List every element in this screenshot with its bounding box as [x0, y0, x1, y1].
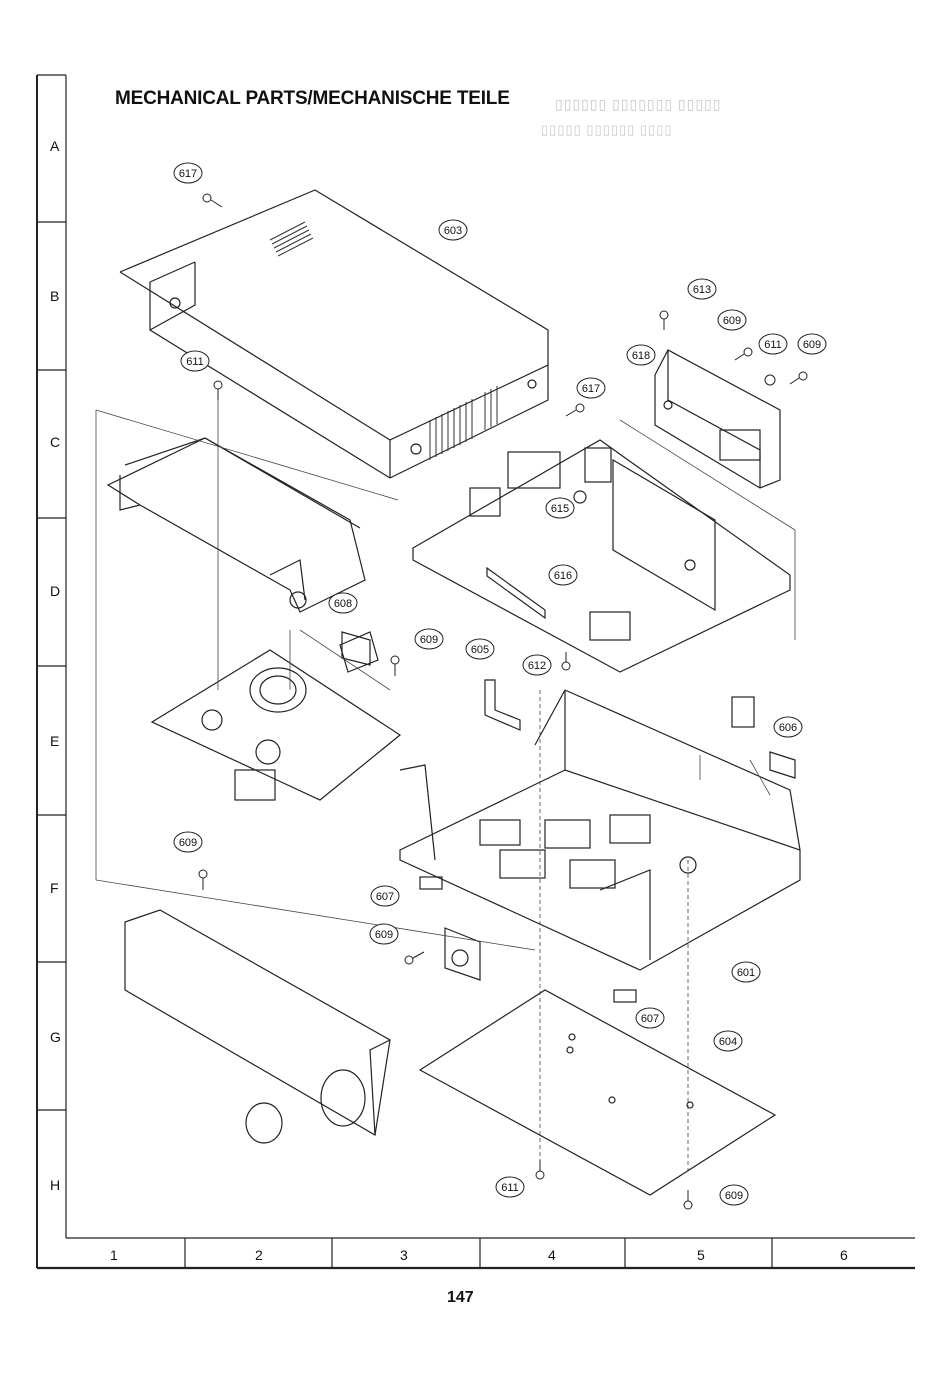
svg-text:611: 611: [186, 356, 204, 368]
bottom-plate: [420, 990, 775, 1195]
rear-jack-bracket: [655, 350, 780, 488]
svg-text:609: 609: [179, 837, 197, 849]
svg-text:606: 606: [779, 722, 797, 734]
main-chassis: [400, 690, 800, 970]
callout-615: 615: [546, 498, 574, 518]
callout-606: 606: [774, 717, 802, 737]
svg-text:609: 609: [420, 634, 438, 646]
page-frame: [37, 75, 915, 1268]
callout-609-b: 609: [798, 334, 826, 354]
svg-text:605: 605: [471, 644, 489, 656]
svg-text:604: 604: [719, 1036, 737, 1048]
callout-617-a: 617: [174, 163, 202, 183]
svg-text:601: 601: [737, 967, 755, 979]
callout-609-a: 609: [718, 310, 746, 330]
svg-text:615: 615: [551, 503, 569, 515]
callout-608: 608: [329, 593, 357, 613]
callout-601: 601: [732, 962, 760, 982]
screws: [199, 194, 807, 1209]
callout-609-e: 609: [370, 924, 398, 944]
callout-613: 613: [688, 279, 716, 299]
callout-617-b: 617: [577, 378, 605, 398]
callout-616: 616: [549, 565, 577, 585]
cassette-holder: [108, 438, 365, 612]
callout-609-d: 609: [174, 832, 202, 852]
main-circuit-board: [413, 440, 790, 672]
svg-text:608: 608: [334, 598, 352, 610]
callout-607-b: 607: [636, 1008, 664, 1028]
svg-text:609: 609: [723, 315, 741, 327]
callout-612: 612: [523, 655, 551, 675]
callout-607-a: 607: [371, 886, 399, 906]
callout-611-a: 611: [759, 334, 787, 354]
callout-609-c: 609: [415, 629, 443, 649]
svg-text:609: 609: [375, 929, 393, 941]
svg-text:617: 617: [582, 383, 600, 395]
small-parts: [342, 632, 795, 1002]
tape-deck-mechanism: [152, 632, 400, 800]
svg-text:611: 611: [501, 1182, 519, 1194]
svg-text:612: 612: [528, 660, 546, 672]
svg-text:618: 618: [632, 350, 650, 362]
callout-611-c: 611: [496, 1177, 524, 1197]
svg-text:607: 607: [641, 1013, 659, 1025]
svg-text:617: 617: [179, 168, 197, 180]
callout-605: 605: [466, 639, 494, 659]
top-cover: [120, 190, 548, 478]
svg-text:616: 616: [554, 570, 572, 582]
callout-618: 618: [627, 345, 655, 365]
svg-text:609: 609: [725, 1190, 743, 1202]
callout-611-b: 611: [181, 351, 209, 371]
callout-604: 604: [714, 1031, 742, 1051]
front-panel: [125, 910, 390, 1143]
svg-text:609: 609: [803, 339, 821, 351]
svg-text:611: 611: [764, 339, 782, 351]
svg-text:603: 603: [444, 225, 462, 237]
callout-603: 603: [439, 220, 467, 240]
svg-text:607: 607: [376, 891, 394, 903]
svg-text:613: 613: [693, 284, 711, 296]
callout-609-f: 609: [720, 1185, 748, 1205]
